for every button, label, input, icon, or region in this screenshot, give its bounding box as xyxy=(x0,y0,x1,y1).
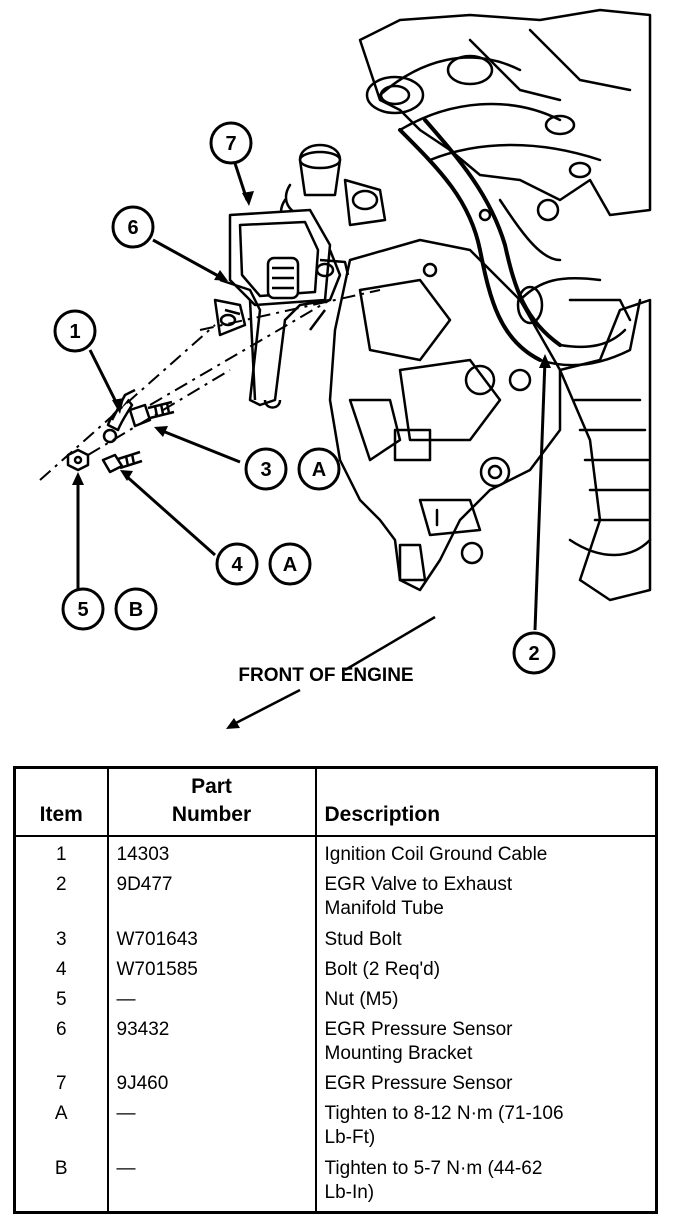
leader-lines xyxy=(76,147,547,727)
cell-part-number: — xyxy=(106,1101,317,1157)
cell-item: A xyxy=(13,1101,109,1157)
cell-description: Ignition Coil Ground Cable xyxy=(314,836,658,873)
cell-part-number: W701585 xyxy=(106,956,317,987)
callout-1: 1 xyxy=(53,309,97,353)
cell-item: 7 xyxy=(13,1071,109,1102)
cell-item: 5 xyxy=(13,986,109,1017)
table-row: 5— Nut (M5) xyxy=(13,986,658,1017)
header-description: Description xyxy=(314,767,658,837)
description-line-1: Tighten to 8-12 N·m (71-106 xyxy=(324,1103,564,1125)
cell-item: 6 xyxy=(13,1016,109,1072)
header-item: Item xyxy=(13,767,109,837)
description-line-2: Mounting Bracket xyxy=(324,1042,473,1064)
svg-text:B: B xyxy=(129,599,143,621)
description-line-2: Lb-Ft) xyxy=(324,1127,376,1149)
cell-description: Nut (M5) xyxy=(314,986,658,1017)
callout-2: 2 xyxy=(512,631,556,675)
cell-item: 3 xyxy=(13,926,109,957)
callout-4: 4 xyxy=(215,542,259,586)
description-line-1: EGR Pressure Sensor xyxy=(324,1018,513,1040)
cell-item: 4 xyxy=(13,956,109,987)
callout-3: 3 xyxy=(244,447,288,491)
cell-item: B xyxy=(13,1156,109,1213)
svg-text:A: A xyxy=(312,459,326,481)
callout-7: 7 xyxy=(209,121,253,165)
svg-text:7: 7 xyxy=(225,133,236,155)
svg-text:1: 1 xyxy=(69,321,80,343)
cell-part-number: 9D477 xyxy=(106,872,317,927)
cell-item: 2 xyxy=(13,872,109,927)
cell-part-number: — xyxy=(106,1156,317,1213)
description-line-1: Nut (M5) xyxy=(324,988,399,1010)
description-line-1: Tighten to 5-7 N·m (44-62 xyxy=(324,1158,543,1180)
cell-description: EGR Pressure Sensor xyxy=(314,1071,658,1102)
cell-description: Bolt (2 Req'd) xyxy=(314,956,658,987)
description-line-1: Bolt (2 Req'd) xyxy=(324,958,441,980)
description-line-1: EGR Pressure Sensor xyxy=(324,1073,513,1095)
description-line-1: Stud Bolt xyxy=(324,928,402,950)
callout-5-torque-b: B xyxy=(114,587,158,631)
svg-text:A: A xyxy=(283,554,297,576)
svg-text:4: 4 xyxy=(231,554,243,576)
description-line-2: Manifold Tube xyxy=(324,898,444,920)
alignment-lines xyxy=(39,289,381,481)
exploded-view-diagram: 1 7 6 3 A 4 A 5 B 2 FRONT OF ENGINE xyxy=(39,8,652,729)
cell-part-number: — xyxy=(106,986,317,1017)
description-line-1: EGR Valve to Exhaust xyxy=(324,874,513,896)
arrowheads xyxy=(72,191,551,729)
cell-description: Stud Bolt xyxy=(314,926,658,957)
cell-part-number: 9J460 xyxy=(106,1071,317,1102)
cell-item: 1 xyxy=(13,836,109,873)
front-of-engine-label: FRONT OF ENGINE xyxy=(238,665,413,686)
svg-text:2: 2 xyxy=(528,643,539,665)
callout-3-torque-a: A xyxy=(297,447,341,491)
svg-text:3: 3 xyxy=(260,459,271,481)
callout-6: 6 xyxy=(111,205,155,249)
cell-part-number: W701643 xyxy=(106,926,317,957)
engine-illustration xyxy=(279,8,652,602)
callouts: 1 7 6 3 A 4 A 5 B 2 xyxy=(53,121,556,675)
cell-part-number: 14303 xyxy=(106,836,317,873)
callout-5: 5 xyxy=(61,587,105,631)
description-line-2: Lb-In) xyxy=(324,1182,375,1204)
description-line-1: Ignition Coil Ground Cable xyxy=(324,844,548,865)
egr-pressure-sensor-assembly xyxy=(213,208,350,409)
cell-part-number: 93432 xyxy=(106,1016,317,1072)
callout-4-torque-a: A xyxy=(268,542,312,586)
svg-text:6: 6 xyxy=(127,217,138,239)
svg-text:5: 5 xyxy=(77,599,88,621)
